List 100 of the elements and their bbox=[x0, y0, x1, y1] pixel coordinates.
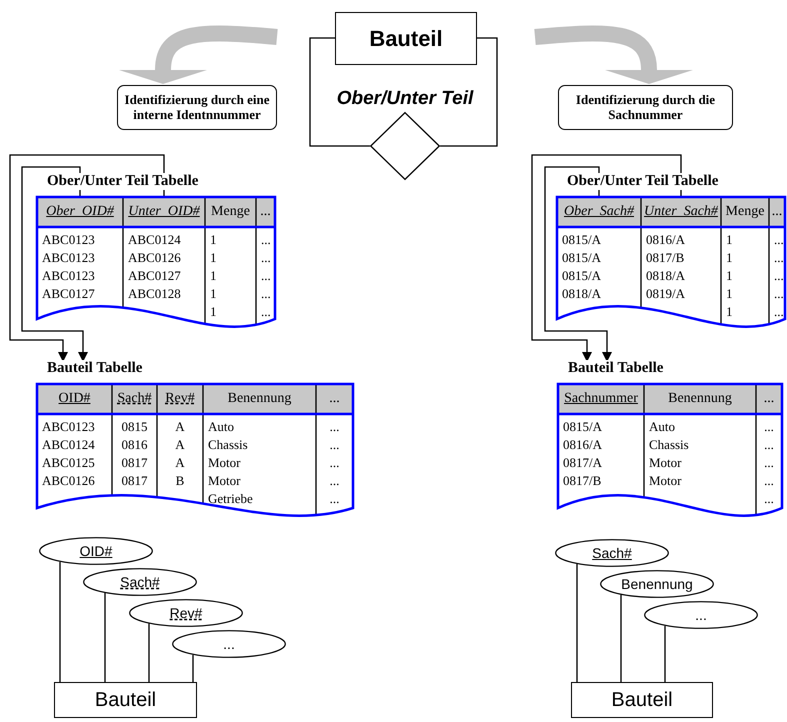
table-cell: 1 bbox=[210, 304, 216, 320]
connector-line bbox=[664, 626, 666, 682]
column-header: Benennung bbox=[667, 391, 733, 407]
table-cell-text: ... bbox=[763, 473, 775, 489]
table-cell: ABC0126 bbox=[42, 473, 95, 489]
column-header: OID# bbox=[58, 391, 92, 407]
table-cell: 0818/A bbox=[646, 268, 685, 284]
connector-line bbox=[59, 562, 61, 682]
table-cell-text: ... bbox=[328, 455, 340, 471]
column-header: Ober_OID# bbox=[45, 204, 115, 220]
table-cell: ABC0123 bbox=[42, 268, 95, 284]
table-cell: 0817/B bbox=[646, 250, 684, 266]
table-cell-text: 0817 bbox=[120, 473, 148, 489]
table-cell-text: ... bbox=[763, 455, 775, 471]
table-cell: ... bbox=[774, 268, 784, 284]
entity-box: Bauteil bbox=[335, 12, 477, 65]
table-cell: ... bbox=[774, 232, 784, 248]
table-cell: ABC0123 bbox=[42, 419, 95, 435]
table-cell: Chassis bbox=[208, 437, 248, 453]
column-header: Menge bbox=[210, 204, 251, 220]
note-box: Identifizierung durch eine interne Identnnummer bbox=[117, 85, 277, 130]
table-cell: ABC0128 bbox=[128, 286, 181, 302]
note-box: Identifizierung durch die Sachnummer bbox=[558, 85, 733, 130]
column-header: Menge bbox=[724, 204, 766, 220]
table-cell-text: ... bbox=[328, 491, 340, 507]
table-cell: 0818/A bbox=[562, 286, 601, 302]
table-cell: ABC0126 bbox=[128, 250, 181, 266]
table-cell-text: A bbox=[174, 437, 186, 453]
connector-line bbox=[309, 37, 370, 147]
arrow bbox=[544, 166, 612, 362]
table-cell: 0816/A bbox=[646, 232, 685, 248]
table-cell: 1 bbox=[726, 304, 732, 320]
table-cell: ABC0127 bbox=[128, 268, 181, 284]
connector-line bbox=[620, 594, 622, 682]
table-cell-text: ... bbox=[763, 437, 775, 453]
table-title: Ober/Unter Teil Tabelle bbox=[567, 173, 718, 190]
table-title: Ober/Unter Teil Tabelle bbox=[47, 173, 198, 190]
attribute-label: Rev# bbox=[170, 605, 202, 621]
table-cell-text: ... bbox=[328, 419, 340, 435]
table-cell: 1 bbox=[726, 268, 732, 284]
attribute-label: ... bbox=[695, 607, 707, 623]
table-cell-text: 0816 bbox=[120, 437, 148, 453]
table-cell: ... bbox=[261, 268, 271, 284]
curved-arrow bbox=[119, 26, 278, 84]
column-header: Sach# bbox=[116, 391, 153, 407]
column-header: ... bbox=[259, 204, 272, 220]
column-header: Ober_Sach# bbox=[563, 204, 636, 220]
table-cell: ABC0127 bbox=[42, 286, 95, 302]
attribute-label: Benennung bbox=[621, 576, 693, 592]
column-header: Benennung bbox=[226, 391, 292, 407]
table-cell: ... bbox=[774, 286, 784, 302]
table-cell-text: ... bbox=[328, 473, 340, 489]
column-header: Rev# bbox=[164, 391, 196, 407]
connector-line bbox=[148, 624, 150, 682]
table-cell-text: ... bbox=[328, 437, 340, 453]
table-cell: ... bbox=[774, 304, 784, 320]
table-cell: 1 bbox=[210, 250, 216, 266]
table-cell-text: B bbox=[174, 473, 186, 489]
entity-box: Bauteil bbox=[571, 682, 713, 718]
table-cell: ABC0124 bbox=[128, 232, 181, 248]
arrow bbox=[531, 154, 682, 362]
table-cell: Chassis bbox=[649, 437, 689, 453]
arrow bbox=[9, 154, 165, 362]
table-cell: 0817/A bbox=[563, 455, 602, 471]
table-cell: 0816/A bbox=[563, 437, 602, 453]
connector-line bbox=[576, 564, 578, 682]
table-cell: 1 bbox=[726, 286, 732, 302]
column-header: Unter_Sach# bbox=[643, 204, 719, 220]
column-header: ... bbox=[770, 204, 784, 220]
table-cell: 0817/B bbox=[563, 473, 602, 489]
table-cell: Motor bbox=[649, 455, 682, 471]
table-cell: ... bbox=[261, 250, 271, 266]
connector-line bbox=[440, 37, 498, 147]
table-cell: Getriebe bbox=[208, 491, 253, 507]
attribute-label: OID# bbox=[80, 543, 112, 559]
table-cell: 1 bbox=[726, 250, 732, 266]
table-cell: ... bbox=[774, 250, 784, 266]
table-cell: 0815/A bbox=[562, 250, 601, 266]
table-cell: 1 bbox=[210, 268, 216, 284]
attribute-label: Sach# bbox=[592, 545, 632, 561]
table-cell: ... bbox=[261, 232, 271, 248]
connector-line bbox=[104, 593, 106, 682]
table-cell-text: 0817 bbox=[120, 455, 148, 471]
column-header: ... bbox=[762, 391, 776, 407]
table-cell: ABC0124 bbox=[42, 437, 95, 453]
table-cell-text: A bbox=[174, 455, 186, 471]
table-cell: ... bbox=[261, 286, 271, 302]
table-cell: Motor bbox=[208, 455, 240, 471]
table-cell: ABC0123 bbox=[42, 250, 95, 266]
table-cell: 0815/A bbox=[563, 419, 602, 435]
column-header: Sachnummer bbox=[563, 391, 639, 407]
table-cell: 0815/A bbox=[562, 268, 601, 284]
table-cell-text: A bbox=[174, 419, 186, 435]
column-header: ... bbox=[328, 391, 341, 407]
table-cell: 1 bbox=[726, 232, 732, 248]
table-cell: 0819/A bbox=[646, 286, 685, 302]
table-cell-text: ... bbox=[763, 419, 775, 435]
arrow bbox=[21, 166, 88, 362]
table-cell: 0815/A bbox=[562, 232, 601, 248]
column-header: Unter_OID# bbox=[127, 204, 201, 220]
